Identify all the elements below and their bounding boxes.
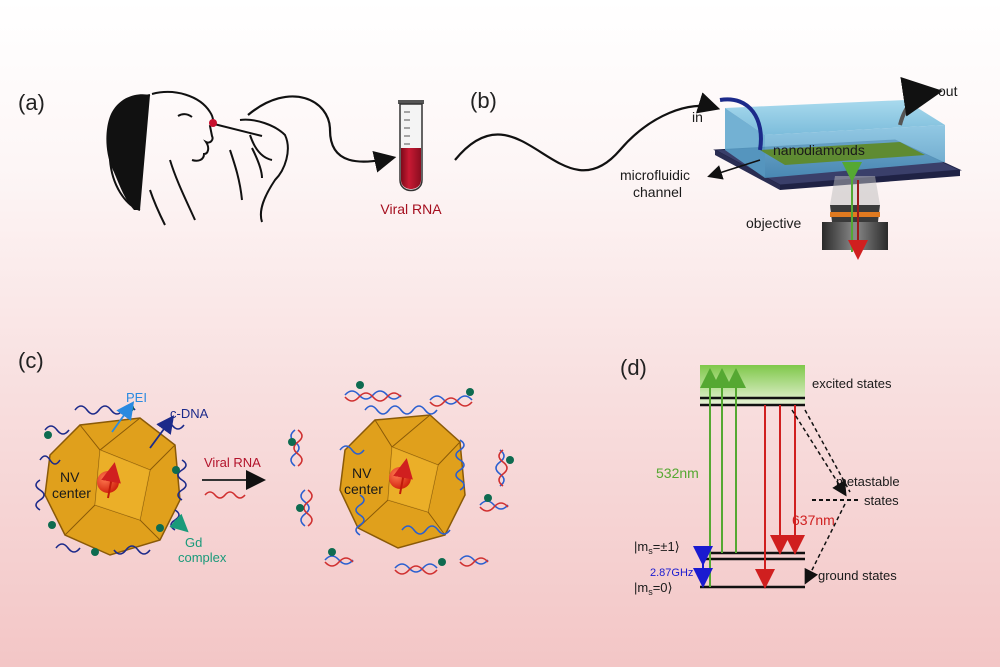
transfer-arrow-to-chip <box>454 92 721 172</box>
nv2-label-line1: NV <box>352 465 372 481</box>
excited-states-label: excited states <box>812 376 892 391</box>
panel-d: (d) excited states ground states metasta… <box>620 355 900 597</box>
panel-b-letter: (b) <box>470 88 497 113</box>
panel-a-letter: (a) <box>18 90 45 115</box>
free-helices <box>290 390 509 575</box>
outlet-tube <box>898 76 943 126</box>
ms-0-label: |ms=0⟩ <box>634 580 673 597</box>
metastable-label-line2: states <box>864 493 899 508</box>
nv-center-icon-2 <box>389 467 411 489</box>
transfer-arrow <box>247 95 397 173</box>
viral-rna-arrow-label: Viral RNA <box>204 455 261 470</box>
spin-arrow-2 <box>393 458 413 495</box>
nv-center-icon <box>97 471 119 493</box>
hair-icon <box>106 94 150 210</box>
viral-rna-tube-label: Viral RNA <box>380 201 442 217</box>
isc-arrow-2 <box>804 409 851 493</box>
face-profile <box>151 91 214 162</box>
neck-back-line <box>149 189 166 226</box>
nv-label-line1: NV <box>60 469 80 485</box>
metastable-label-line1: metastable <box>836 474 900 489</box>
swab-stick <box>213 123 263 137</box>
viral-rna-icon <box>204 491 246 499</box>
isc-arrow-3 <box>804 503 846 585</box>
spin-arrow <box>101 462 121 499</box>
objective-lens-icon <box>822 176 888 250</box>
gd-pointer <box>169 513 189 533</box>
ground-states-label: ground states <box>818 568 897 583</box>
panel-b: (b) in out nanodiamonds microfluidic cha… <box>470 76 962 260</box>
test-tube-icon <box>398 100 424 192</box>
neck-line <box>169 159 196 221</box>
nanodiamond-strip <box>760 142 925 165</box>
panel-d-letter: (d) <box>620 355 647 380</box>
nv-label-line2: center <box>52 485 91 501</box>
cdna-label: c-DNA <box>170 406 209 421</box>
red-wavelength-label: 637nm <box>792 512 835 528</box>
green-wavelength-label: 532nm <box>656 465 699 481</box>
channel-pointer <box>707 159 761 180</box>
panel-c: (c) NV center PEI <box>18 348 514 575</box>
inlet-label: in <box>692 109 703 125</box>
outlet-label: out <box>938 83 958 99</box>
eye-icon <box>177 113 193 118</box>
zfs-label: 2.87GHz <box>650 567 693 579</box>
person-swab-illustration <box>106 91 289 226</box>
gd-label-line2: complex <box>178 550 227 565</box>
channel-label-line2: channel <box>633 184 682 200</box>
inlet-tube <box>719 97 763 151</box>
cdna-pointer <box>149 415 175 449</box>
channel-label-line1: microfluidic <box>620 167 690 183</box>
ms-pm1-label: |ms=±1⟩ <box>634 539 680 556</box>
pei-pointer <box>111 401 135 433</box>
gd-label-line1: Gd <box>185 535 202 550</box>
nanodiamonds-label: nanodiamonds <box>773 142 865 158</box>
hand-outline <box>239 118 289 223</box>
pei-label: PEI <box>126 390 147 405</box>
panel-c-letter: (c) <box>18 348 44 373</box>
swab-tip-icon <box>209 119 217 127</box>
panel-a: (a) <box>18 90 721 226</box>
nv2-label-line2: center <box>344 481 383 497</box>
isc-arrow-1 <box>791 409 847 497</box>
gd-complex-dots <box>288 381 514 566</box>
objective-label: objective <box>746 215 801 231</box>
